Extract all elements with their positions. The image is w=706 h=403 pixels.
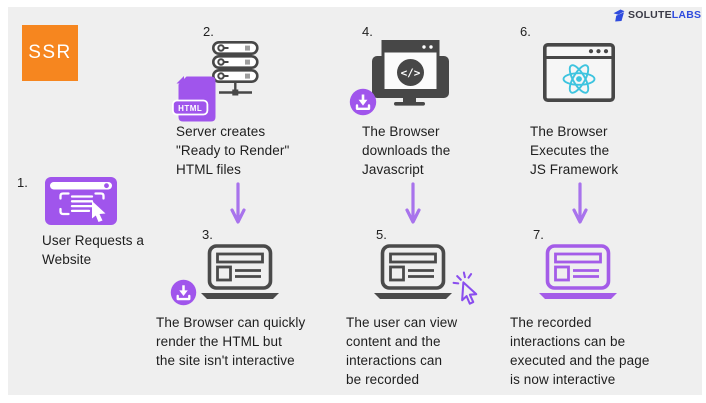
step-3-caption: The Browser can quickly render the HTML … (156, 315, 306, 368)
ssr-badge: SSR (22, 25, 78, 81)
logo-text: SOLUTELABS (628, 9, 701, 22)
server-stack-icon (212, 41, 259, 96)
code-glyph: </> (401, 67, 421, 80)
ssr-badge-label: SSR (28, 42, 72, 63)
step-1-number: 1. (17, 175, 28, 190)
step-6-caption: The Browser Executes the JS Framework (530, 124, 619, 177)
step-7-caption: The recorded interactions can be execute… (510, 315, 650, 387)
browser-react-icon (543, 43, 615, 102)
cursor-arrow-glyph (92, 201, 106, 222)
laptop-icon (374, 244, 452, 299)
step-5-caption: The user can view content and the intera… (346, 315, 458, 387)
solutelabs-logo: SOLUTELABS (612, 8, 701, 23)
browser-request-icon (45, 177, 117, 225)
step-3-number: 3. (202, 227, 213, 242)
monitor-code-icon: </> (372, 40, 449, 106)
html-file-icon: HTML (172, 76, 216, 122)
logo-text-accent: LABS (671, 9, 702, 21)
step-4-caption: The Browser downloads the Javascript (362, 124, 451, 177)
laptop-purple-icon (539, 244, 617, 299)
step-7-number: 7. (533, 227, 544, 242)
arrow-down-icon (405, 182, 421, 224)
download-icon (349, 88, 377, 116)
step-1-caption: User Requests a Website (42, 233, 145, 267)
step-2-caption: Server creates "Ready to Render" HTML fi… (176, 124, 290, 177)
arrow-down-icon (572, 182, 588, 224)
step-6-number: 6. (520, 24, 531, 39)
logo-text-primary: SOLUTE (628, 9, 672, 21)
laptop-icon (201, 244, 279, 299)
react-logo-icon (562, 64, 596, 94)
step-5-number: 5. (376, 227, 387, 242)
download-icon (170, 279, 197, 306)
solutelabs-mark-icon (613, 9, 625, 22)
click-cursor-icon (452, 271, 478, 305)
step-2-number: 2. (203, 24, 214, 39)
step-4-number: 4. (362, 24, 373, 39)
html-file-label: HTML (178, 104, 202, 113)
arrow-down-icon (230, 182, 246, 224)
